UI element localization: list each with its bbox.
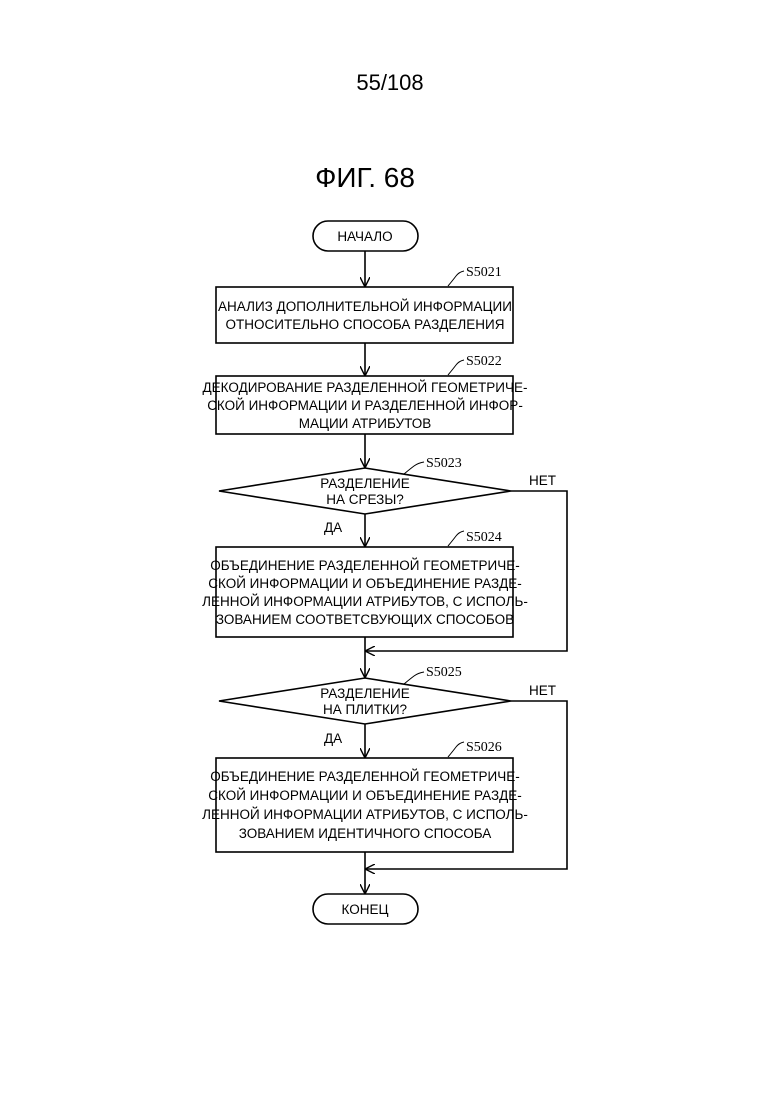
decision-s5025-no-label: НЕТ — [529, 683, 556, 698]
step-s5022-line-3: МАЦИИ АТРИБУТОВ — [299, 416, 432, 431]
step-s5021-ref: S5021 — [466, 265, 502, 280]
arrow-s5025-no-branch — [366, 701, 567, 869]
step-s5022-ref: S5022 — [466, 354, 502, 369]
ref-leader-s5023 — [404, 462, 424, 474]
ref-leader-s5026 — [448, 742, 464, 757]
ref-leader-s5024 — [448, 531, 464, 546]
decision-s5025-line-2: НА ПЛИТКИ? — [323, 702, 407, 717]
step-s5021-line-2: ОТНОСИТЕЛЬНО СПОСОБА РАЗДЕЛЕНИЯ — [226, 317, 505, 332]
step-s5026-line-3: ЛЕННОЙ ИНФОРМАЦИИ АТРИБУТОВ, С ИСПОЛЬ- — [202, 807, 528, 822]
decision-s5023-line-2: НА СРЕЗЫ? — [326, 492, 404, 507]
start-label: НАЧАЛО — [337, 229, 392, 244]
decision-s5023-diamond — [219, 468, 511, 514]
step-s5024-line-2: СКОЙ ИНФОРМАЦИИ И ОБЪЕДИНЕНИЕ РАЗДЕ- — [208, 576, 522, 591]
decision-s5025-diamond — [219, 678, 511, 724]
step-s5024-ref: S5024 — [466, 530, 502, 545]
step-s5026-line-1: ОБЪЕДИНЕНИЕ РАЗДЕЛЕННОЙ ГЕОМЕТРИЧЕ- — [210, 769, 520, 784]
ref-leader-s5022 — [448, 360, 464, 375]
step-s5021-line-1: АНАЛИЗ ДОПОЛНИТЕЛЬНОЙ ИНФОРМАЦИИ — [218, 299, 512, 314]
decision-s5023-line-1: РАЗДЕЛЕНИЕ — [320, 476, 410, 491]
step-s5022-line-1: ДЕКОДИРОВАНИЕ РАЗДЕЛЕННОЙ ГЕОМЕТРИЧЕ- — [203, 380, 528, 395]
step-s5024-line-4: ЗОВАНИЕМ СООТВЕТСВУЮЩИХ СПОСОБОВ — [216, 612, 514, 627]
step-s5021-box — [216, 287, 513, 343]
ref-leader-s5021 — [448, 271, 464, 286]
decision-s5025-line-1: РАЗДЕЛЕНИЕ — [320, 686, 410, 701]
step-s5022-line-2: СКОЙ ИНФОРМАЦИИ И РАЗДЕЛЕННОЙ ИНФОР- — [207, 398, 523, 413]
step-s5026-line-4: ЗОВАНИЕМ ИДЕНТИЧНОГО СПОСОБА — [239, 826, 492, 841]
decision-s5023-ref: S5023 — [426, 456, 462, 471]
ref-leader-s5025 — [404, 672, 424, 684]
step-s5026-ref: S5026 — [466, 740, 502, 755]
step-s5024-line-3: ЛЕННОЙ ИНФОРМАЦИИ АТРИБУТОВ, С ИСПОЛЬ- — [202, 594, 528, 609]
step-s5024-line-1: ОБЪЕДИНЕНИЕ РАЗДЕЛЕННОЙ ГЕОМЕТРИЧЕ- — [210, 558, 520, 573]
step-s5026-line-2: СКОЙ ИНФОРМАЦИИ И ОБЪЕДИНЕНИЕ РАЗДЕ- — [208, 788, 522, 803]
decision-s5025-yes-label: ДА — [324, 731, 342, 746]
end-label: КОНЕЦ — [342, 902, 389, 917]
decision-s5023-no-label: НЕТ — [529, 473, 556, 488]
decision-s5023-yes-label: ДА — [324, 520, 342, 535]
decision-s5025-ref: S5025 — [426, 665, 462, 680]
